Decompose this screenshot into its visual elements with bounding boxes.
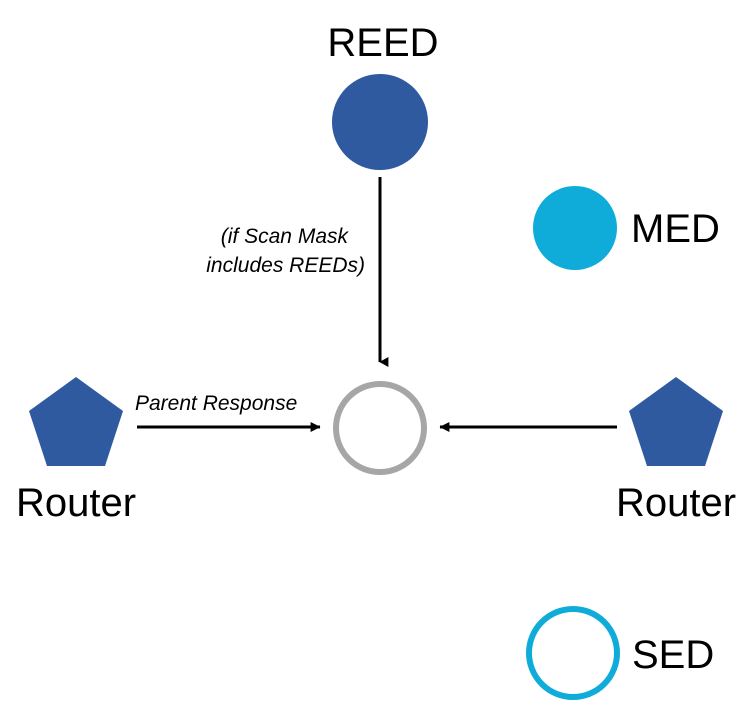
- edge-reed-to-center-label-line2: includes REEDs): [206, 254, 365, 277]
- router-left-node-pentagon[interactable]: [29, 377, 123, 466]
- med-label: MED: [631, 207, 720, 251]
- sed-node-ring[interactable]: [526, 606, 620, 700]
- router-left-label: Router: [16, 481, 136, 525]
- reed-node-circle[interactable]: [332, 74, 428, 170]
- router-right-node-pentagon[interactable]: [629, 377, 723, 466]
- center-sed-node-ring[interactable]: [333, 381, 427, 475]
- sed-label: SED: [632, 633, 714, 677]
- reed-label: REED: [327, 21, 438, 65]
- edge-reed-to-center-label-line1: (if Scan Mask: [221, 225, 350, 248]
- router-right-label: Router: [616, 481, 736, 525]
- med-node-circle[interactable]: [533, 186, 617, 270]
- edge-router-left-to-center-label: Parent Response: [135, 392, 297, 415]
